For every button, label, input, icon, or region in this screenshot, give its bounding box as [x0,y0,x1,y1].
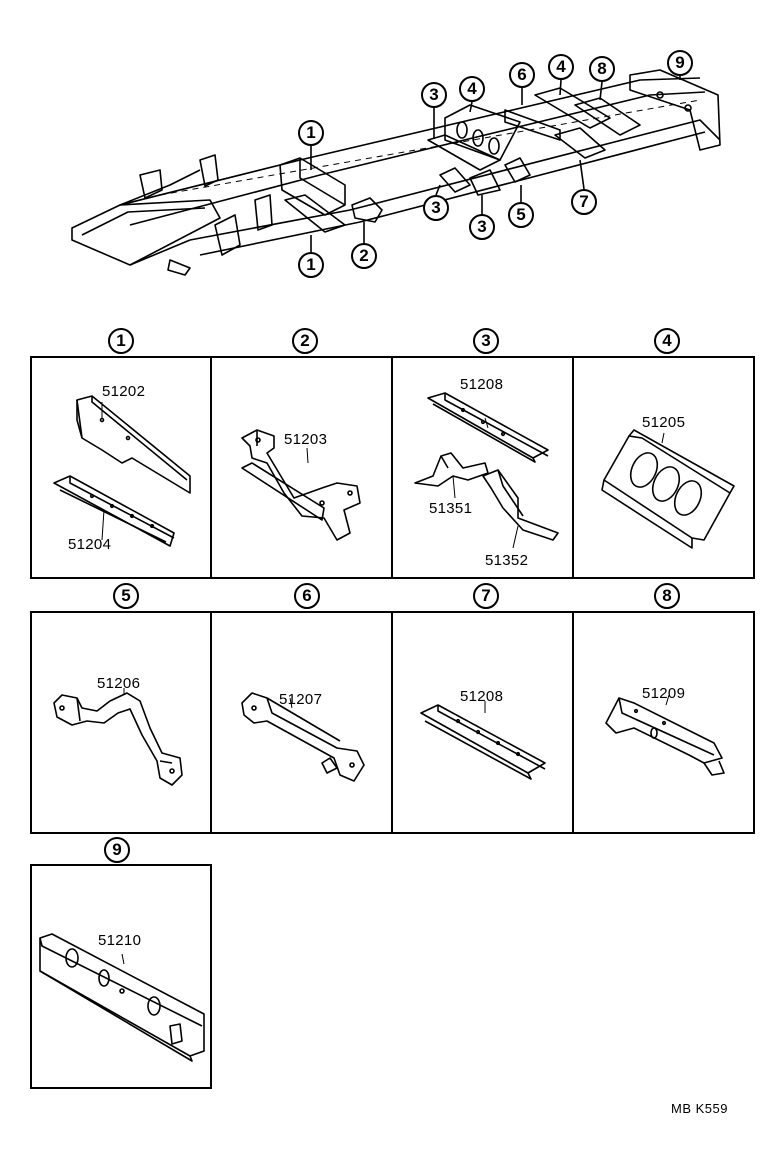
callout-3-top: 3 [421,82,447,108]
panel-8: 51209 [572,611,755,834]
frame-overview-diagram: 1 1 2 3 3 3 4 5 6 4 7 8 9 [0,0,776,300]
panel-5-index: 5 [113,583,139,609]
panel-2-index: 2 [292,328,318,354]
panel-4-index: 4 [654,328,680,354]
panel-6-index: 6 [294,583,320,609]
part-number-51351: 51351 [429,500,473,517]
panel-8-index: 8 [654,583,680,609]
callout-3-middle: 3 [423,195,449,221]
part-drawing-51205 [601,429,735,549]
panel-4: 51205 [572,356,755,579]
callout-1-bottom: 1 [298,252,324,278]
panel-1-index: 1 [108,328,134,354]
part-drawing-51209 [605,694,725,776]
diagram-code: MB K559 [671,1101,728,1116]
panel-5: 51206 [30,611,212,834]
panel-6: 51207 [210,611,393,834]
part-number-51204: 51204 [68,536,112,553]
part-drawing-51210 [39,933,205,1062]
part-drawing-51206 [53,688,183,786]
part-drawing-51203 [241,429,361,541]
part-number-51203: 51203 [284,431,328,448]
panel-3-index: 3 [473,328,499,354]
callout-3-lower: 3 [469,214,495,240]
callout-7: 7 [571,189,597,215]
part-drawing-51202-51204 [53,395,191,547]
panel-9-index: 9 [104,837,130,863]
panel-9: 51210 [30,864,212,1089]
callout-9: 9 [667,50,693,76]
callout-1-top: 1 [298,120,324,146]
part-number-51207: 51207 [279,691,323,708]
part-drawing-51207 [241,692,365,782]
part-drawing-51208 [420,701,546,780]
panel-2: 51203 [210,356,393,579]
part-number-51208-b: 51208 [460,688,504,705]
callout-5: 5 [508,202,534,228]
panel-1: 51202 51204 [30,356,212,579]
part-number-51210: 51210 [98,932,142,949]
panel-7-index: 7 [473,583,499,609]
panel-7: 51208 [391,611,574,834]
part-number-51209: 51209 [642,685,686,702]
part-drawing-51208-51351-51352 [414,392,559,549]
callout-6: 6 [509,62,535,88]
part-number-51208-a: 51208 [460,376,504,393]
part-number-51205: 51205 [642,414,686,431]
part-number-51206: 51206 [97,675,141,692]
panel-3: 51208 51351 51352 [391,356,574,579]
part-number-51202: 51202 [102,383,146,400]
callout-4-left: 4 [459,76,485,102]
callout-8: 8 [589,56,615,82]
callout-4-right: 4 [548,54,574,80]
callout-2: 2 [351,243,377,269]
frame-overview-drawing [71,69,721,276]
part-number-51352: 51352 [485,552,529,569]
